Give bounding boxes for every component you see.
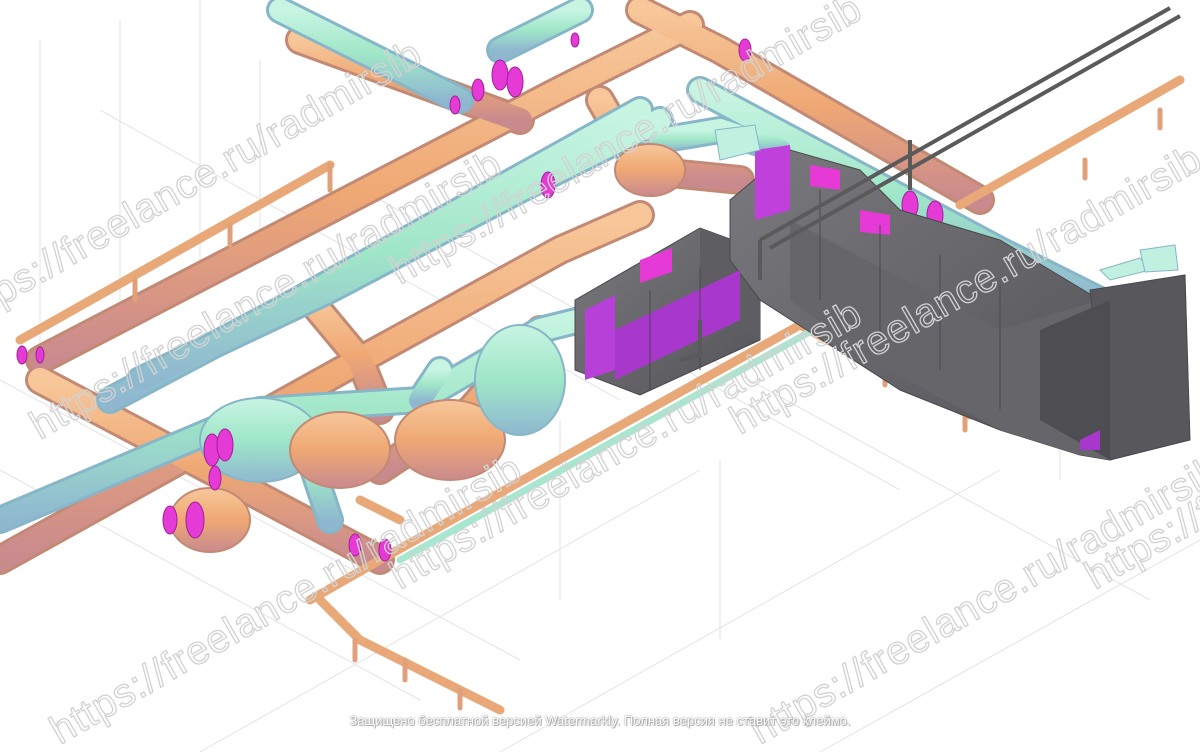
cable-tray xyxy=(679,6,1181,362)
watermark-text-7: https://freelance.ru/radmirsib xyxy=(743,446,1200,752)
air-handling-unit xyxy=(574,124,1191,461)
elbow-bundle xyxy=(169,143,686,553)
watermark-caption: Защищено бесплатной версией Watermarkly.… xyxy=(349,713,851,728)
